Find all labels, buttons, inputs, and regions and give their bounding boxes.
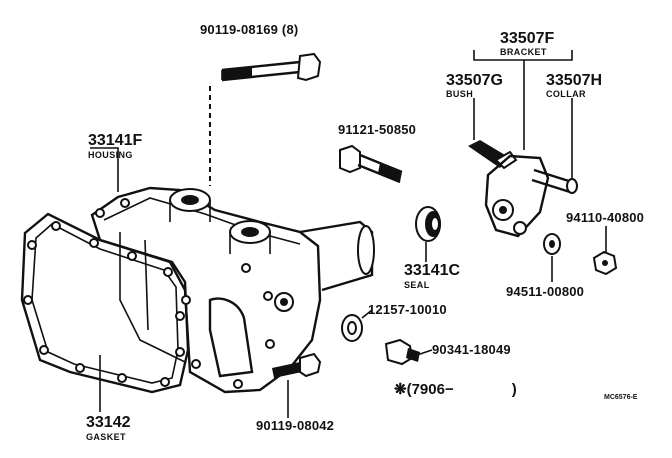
label-bush-name: BUSH xyxy=(446,89,474,99)
nut-drawing xyxy=(592,250,618,276)
label-nut: 94110-40800 xyxy=(566,210,645,225)
diagram-code: MC6576-E xyxy=(604,394,638,401)
mid-bolt-drawing xyxy=(339,144,403,184)
label-gasket-name: GASKET xyxy=(86,432,126,442)
gasket-drawing xyxy=(20,212,190,394)
label-collar-name: COLLAR xyxy=(546,89,586,99)
housing-drawing xyxy=(90,186,375,394)
label-seal-name: SEAL xyxy=(404,280,430,290)
legend-note: ❋(7906−) xyxy=(394,380,517,398)
lock-washer-drawing xyxy=(543,233,561,255)
label-washer: 12157-10010 xyxy=(368,302,447,317)
label-seal-number: 33141C xyxy=(404,262,461,279)
label-bush-number: 33507G xyxy=(446,72,503,89)
label-housing-number: 33141F xyxy=(88,132,143,149)
seal-drawing xyxy=(415,206,441,242)
washer-drawing xyxy=(341,314,363,342)
top-bolt-drawing xyxy=(209,52,322,186)
bottom-bolt-drawing xyxy=(272,352,322,378)
leader-lines xyxy=(90,147,607,418)
legend-close: ) xyxy=(511,381,517,398)
label-gasket-number: 33142 xyxy=(86,414,131,431)
legend-text: (7906− xyxy=(406,381,454,398)
bracket-drawing xyxy=(468,50,578,238)
label-mid-bolt: 91121-50850 xyxy=(338,122,417,137)
label-plug: 90341-18049 xyxy=(432,342,511,357)
label-top-bolt: 90119-08169 (8) xyxy=(200,22,299,37)
label-housing-name: HOUSING xyxy=(88,150,133,160)
label-collar-number: 33507H xyxy=(546,72,603,89)
plug-drawing xyxy=(384,338,420,366)
legend-mark: ❋ xyxy=(394,381,407,398)
label-lock-washer: 94511-00800 xyxy=(506,284,585,299)
label-bracket-number: 33507F xyxy=(500,30,555,47)
label-bottom-bolt: 90119-08042 xyxy=(256,418,335,433)
label-bracket-name: BRACKET xyxy=(500,47,547,57)
